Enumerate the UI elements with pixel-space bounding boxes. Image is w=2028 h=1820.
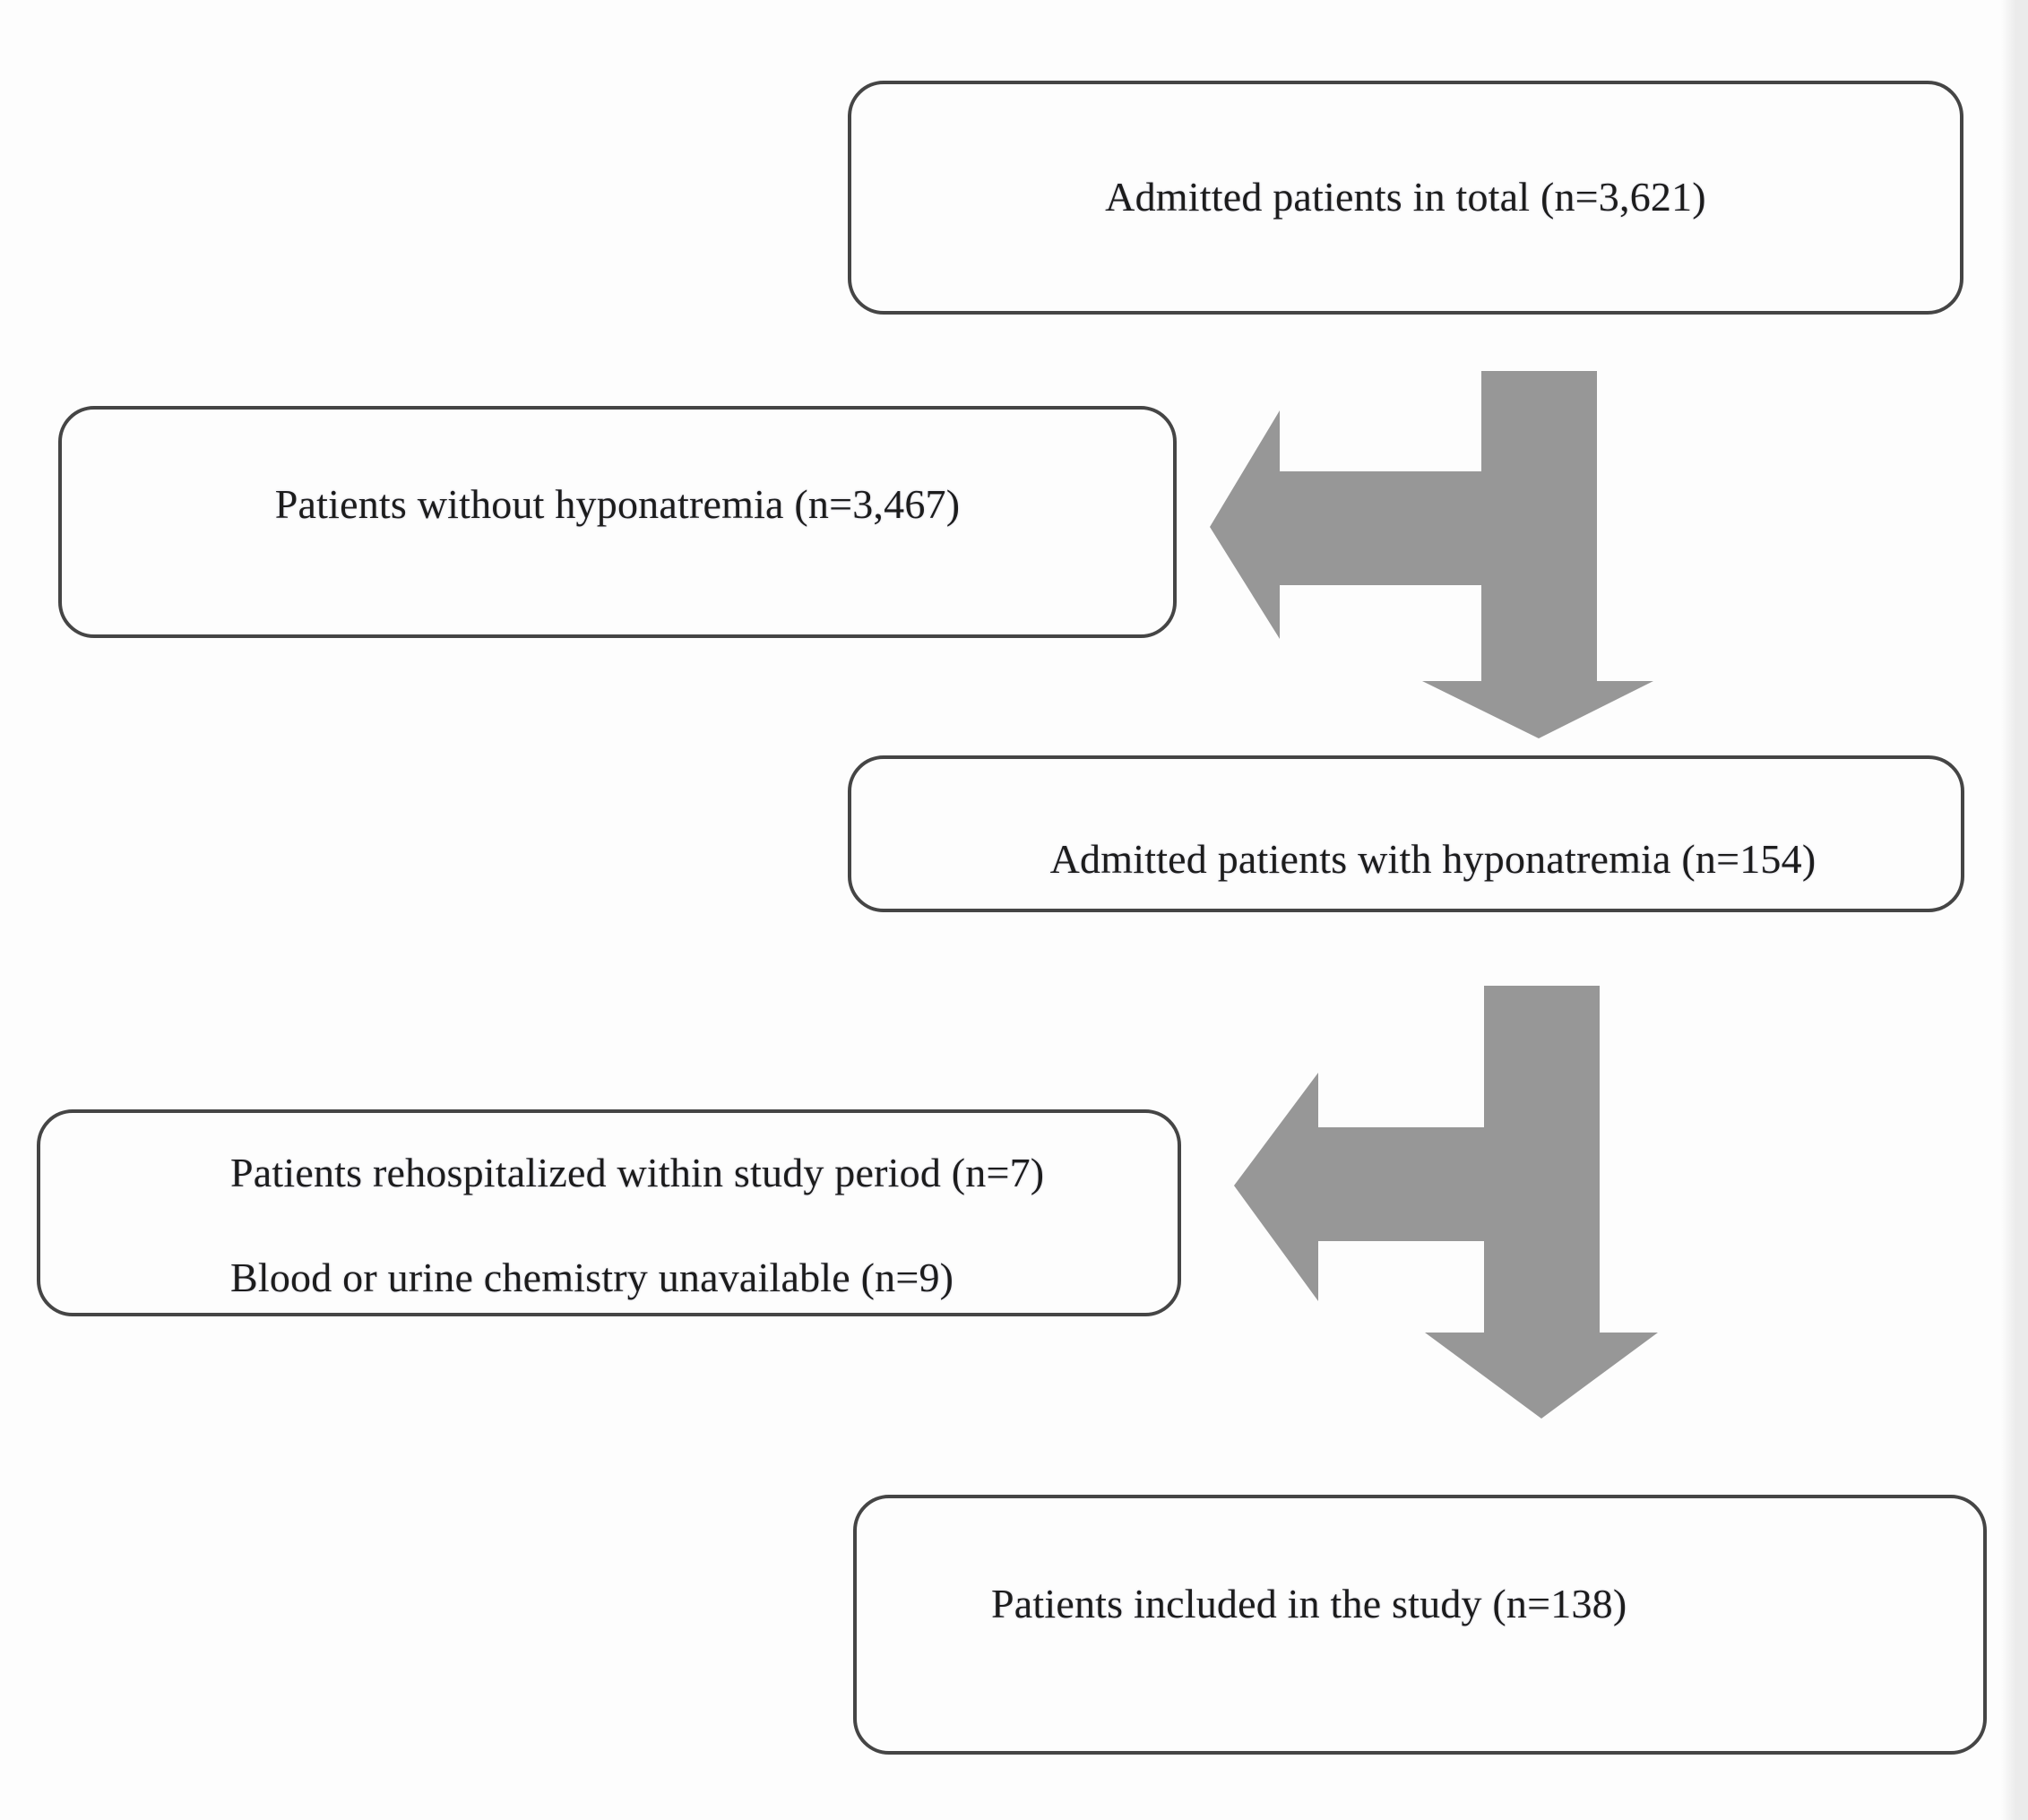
flow-box-without-hyponatremia-label: Patients without hyponatremia (n=3,467) [274,481,961,528]
flow-box-excluded: Patients rehospitalized within study per… [37,1109,1181,1316]
flow-box-included: Patients included in the study (n=138) [853,1495,1987,1755]
flow-box-excluded-line-1: Patients rehospitalized within study per… [230,1150,1045,1195]
flow-box-with-hyponatremia: Admitted patients with hyponatremia (n=1… [848,755,1964,912]
left-branch-arrow-bottom [1234,1073,1492,1301]
flow-box-included-label: Patients included in the study (n=138) [991,1580,1627,1626]
flow-box-with-hyponatremia-label: Admitted patients with hyponatremia (n=1… [1049,836,1817,883]
flow-box-admitted-total-label: Admitted patients in total (n=3,621) [1105,174,1706,220]
down-arrow-top [1422,371,1653,738]
flow-box-excluded-line-2: Blood or urine chemistry unavailable (n=… [230,1254,954,1300]
flow-box-admitted-total: Admitted patients in total (n=3,621) [848,81,1963,315]
down-arrow-bottom [1425,986,1658,1419]
flow-box-without-hyponatremia: Patients without hyponatremia (n=3,467) [58,406,1177,638]
left-branch-arrow-top [1210,410,1488,639]
page-edge-gradient [2001,0,2028,1820]
